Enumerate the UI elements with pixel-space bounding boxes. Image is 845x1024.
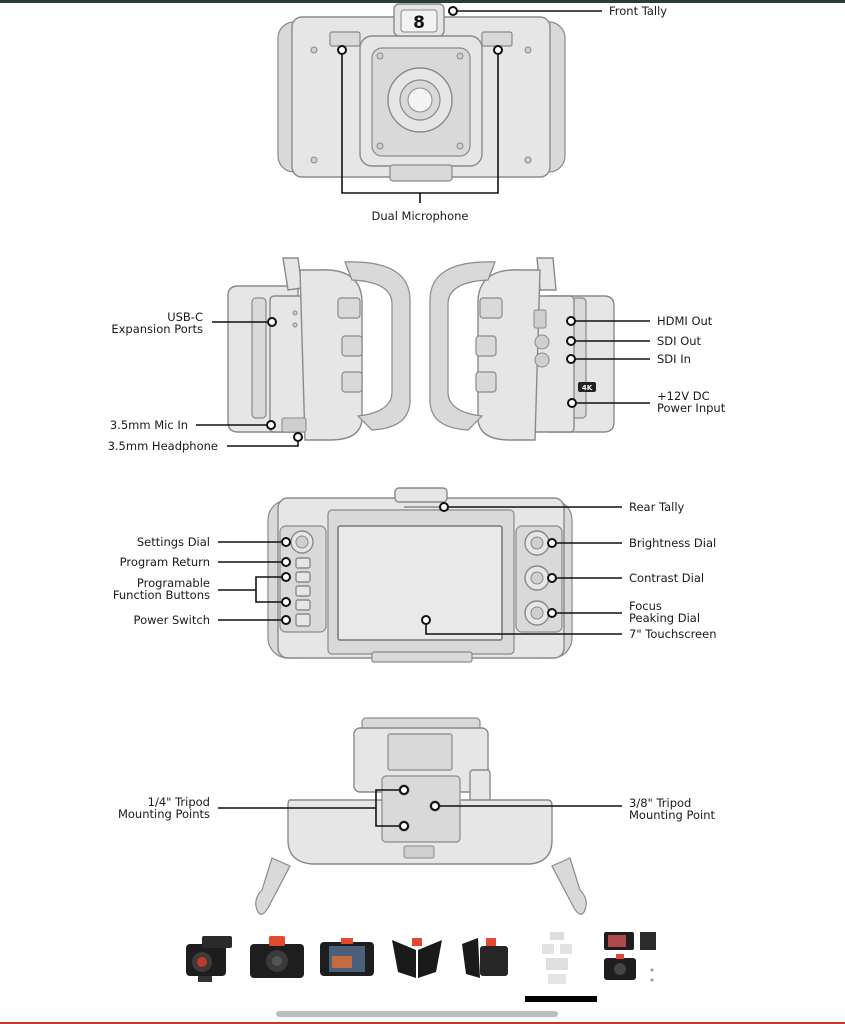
front-tally-marker xyxy=(448,6,458,16)
label-hdmi-out: HDMI Out xyxy=(657,314,713,328)
label-sdi-in: SDI In xyxy=(657,352,691,366)
label-tripod38-2: Mounting Point xyxy=(629,808,716,822)
thumbnail-camera-mixed-views[interactable] xyxy=(600,928,662,988)
label-program-return: Program Return xyxy=(120,555,210,569)
right-side-view: 4K xyxy=(429,257,615,441)
callout-diagram: 8 Front Tally Dual Microphone xyxy=(108,3,726,915)
badge-4k: 4K xyxy=(582,384,593,392)
rear-view xyxy=(267,487,573,663)
label-power-switch: Power Switch xyxy=(134,613,210,627)
bottom-callouts: 1/4" Tripod Mounting Points 3/8" Tripod … xyxy=(118,785,716,831)
label-tripod14-1: 1/4" Tripod xyxy=(148,795,210,809)
front-view: 8 Front Tally Dual Microphone xyxy=(277,3,667,223)
label-settings-dial: Settings Dial xyxy=(137,535,210,549)
bottom-view xyxy=(255,717,587,915)
label-tripod38-1: 3/8" Tripod xyxy=(629,796,691,810)
label-function-2: Function Buttons xyxy=(113,588,210,602)
label-headphone: 3.5mm Headphone xyxy=(108,439,218,453)
label-sdi-out: SDI Out xyxy=(657,334,702,348)
label-focus-2: Peaking Dial xyxy=(629,611,700,625)
label-dual-microphone: Dual Microphone xyxy=(372,209,469,223)
label-tripod14-2: Mounting Points xyxy=(118,807,210,821)
side-callouts: USB-C Expansion Ports 3.5mm Mic In 3.5mm… xyxy=(108,310,726,453)
label-touchscreen: 7" Touchscreen xyxy=(629,627,717,641)
label-dc-1: +12V DC xyxy=(657,389,710,403)
label-mic-in: 3.5mm Mic In xyxy=(110,418,188,432)
thumbnail-camera-sunhood-side[interactable] xyxy=(456,928,518,988)
thumbnail-camera-rear-screen[interactable] xyxy=(316,928,378,988)
label-focus-1: Focus xyxy=(629,599,662,613)
bottom-accent-line xyxy=(0,1022,845,1024)
front-tally-digit: 8 xyxy=(413,13,425,33)
image-gallery xyxy=(170,928,670,1000)
label-front-tally: Front Tally xyxy=(609,4,667,18)
top-edge-bar xyxy=(0,0,845,3)
label-contrast-dial: Contrast Dial xyxy=(629,571,704,585)
label-rear-tally: Rear Tally xyxy=(629,500,685,514)
label-usbc-2: Expansion Ports xyxy=(111,322,203,336)
horizontal-scrollbar[interactable] xyxy=(276,1011,558,1017)
thumbnail-camera-front-angle[interactable] xyxy=(176,928,238,988)
label-dc-2: Power Input xyxy=(657,401,726,415)
thumbnail-camera-front-red-tally[interactable] xyxy=(246,928,308,988)
thumbnail-camera-sunhood-open[interactable] xyxy=(386,928,448,988)
selected-thumbnail-indicator xyxy=(525,996,597,1002)
label-brightness-dial: Brightness Dial xyxy=(629,536,716,550)
rear-callouts: Rear Tally Settings Dial Program Return … xyxy=(113,500,717,641)
thumbnail-diagram-callouts[interactable] xyxy=(526,928,588,988)
label-function-1: Programable xyxy=(137,576,210,590)
label-usbc-1: USB-C xyxy=(167,310,203,324)
left-side-view xyxy=(227,257,411,441)
